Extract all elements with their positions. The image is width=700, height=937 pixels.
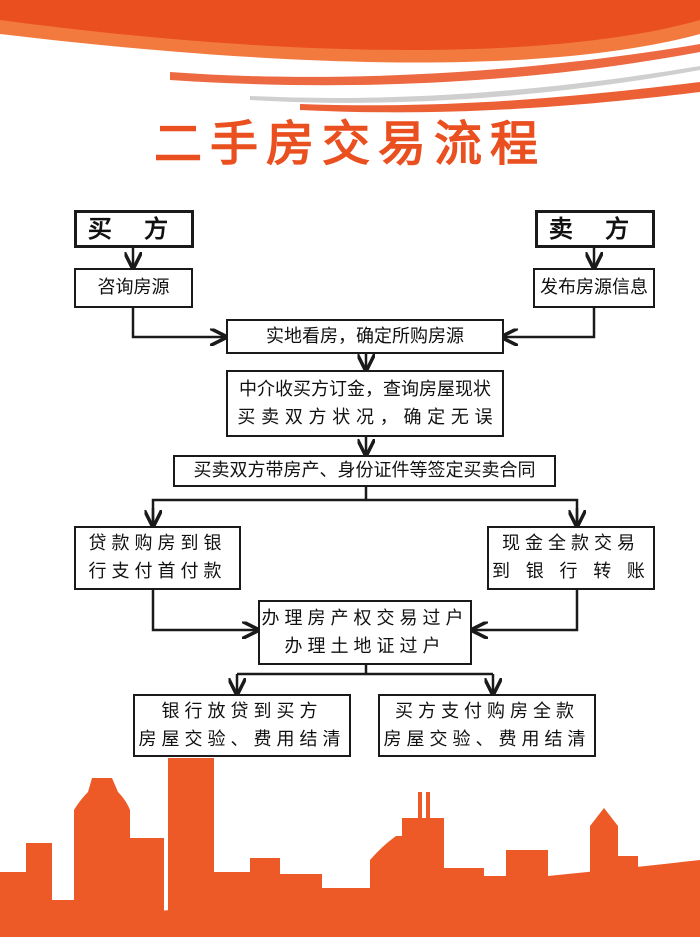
step-transfer: 办理房产权交易过户 办理土地证过户: [258, 600, 472, 665]
swoosh-band-thin: [170, 44, 700, 86]
step-seller-publish: 发布房源信息: [533, 268, 655, 308]
step-seller-publish-text: 发布房源信息: [540, 277, 648, 298]
step-buyer-full: 买方支付购房全款 房屋交验、费用结清: [378, 694, 596, 757]
step-transfer-line2: 办理土地证过户: [284, 635, 446, 657]
step-bank-release-line1: 银行放贷到买方: [161, 700, 323, 722]
step-buyer-full-line1: 买方支付购房全款: [395, 700, 579, 722]
arrow-cash-to-transfer: [474, 590, 579, 630]
swoosh-band-main: [0, 0, 700, 52]
buyer-label: 买 方: [87, 215, 181, 243]
step-cash: 现金全款交易 到 银 行 转 账: [487, 526, 655, 590]
step-cash-line1: 现金全款交易: [502, 533, 640, 554]
building-4-arch: [74, 778, 130, 937]
step-deposit-line2: 买 卖 双 方 状 况 ， 确 定 无 误: [237, 406, 493, 428]
step-viewing-text: 实地看房，确定所购房源: [266, 325, 464, 347]
seller-label: 卖 方: [548, 215, 642, 243]
step-loan-line2: 行支付首付款: [88, 561, 227, 582]
arrow-publish-to-viewing: [504, 308, 596, 337]
swoosh-band-light: [0, 20, 700, 63]
swoosh-band-grey: [250, 66, 700, 103]
page-title: 二手房交易流程: [153, 116, 546, 172]
step-cash-line2: 到 银 行 转 账: [492, 561, 650, 582]
arrow-loan-to-transfer: [151, 590, 256, 630]
swoosh-band-lower: [300, 82, 700, 113]
antenna-1: [418, 792, 422, 820]
step-buyer-full-line2: 房屋交验、费用结清: [383, 728, 591, 750]
step-viewing: 实地看房，确定所购房源: [226, 319, 504, 354]
seller-header: 卖 方: [535, 210, 655, 248]
buyer-header: 买 方: [74, 210, 194, 248]
step-loan: 贷款购房到银 行支付首付款: [74, 526, 241, 590]
step-deposit: 中介收买方订金，查询房屋现状 买 卖 双 方 状 况 ， 确 定 无 误: [226, 370, 504, 437]
step-deposit-line1: 中介收买方订金，查询房屋现状: [239, 378, 491, 400]
step-loan-line1: 贷款购房到银: [88, 533, 227, 554]
arrow-consult-to-viewing: [131, 308, 224, 337]
antenna-2: [426, 792, 430, 820]
step-contract: 买卖双方带房产、身份证件等签定买卖合同: [173, 455, 556, 487]
step-buyer-consult-text: 咨询房源: [97, 277, 170, 298]
step-buyer-consult: 咨询房源: [74, 268, 193, 308]
step-contract-text: 买卖双方带房产、身份证件等签定买卖合同: [193, 460, 536, 481]
step-transfer-line1: 办理房产权交易过户: [261, 607, 469, 629]
ground-swoosh: [0, 860, 700, 937]
step-bank-release-line2: 房屋交验、费用结清: [138, 728, 346, 750]
step-bank-release: 银行放贷到买方 房屋交验、费用结清: [133, 694, 351, 757]
